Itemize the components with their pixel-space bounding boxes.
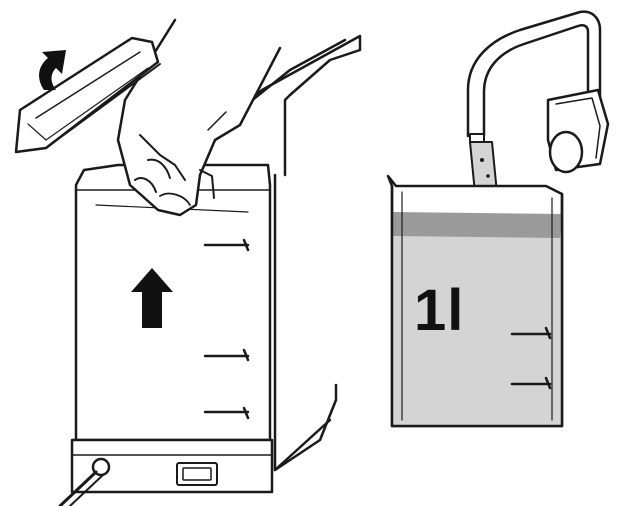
faucet-icon bbox=[466, 10, 610, 174]
tank-lid bbox=[14, 36, 161, 154]
curved-arrow-icon bbox=[39, 50, 66, 90]
fill-volume-label: 1l bbox=[414, 278, 465, 343]
power-cord-icon bbox=[58, 457, 111, 506]
fill-tank bbox=[386, 174, 564, 428]
machine-base bbox=[70, 438, 274, 494]
tank-level-marks bbox=[203, 238, 250, 420]
water-body bbox=[392, 218, 562, 426]
panel-fill-tank bbox=[386, 10, 610, 428]
fill-tank-level-marks bbox=[510, 326, 552, 390]
panel-remove-tank bbox=[14, 18, 362, 506]
water-surface bbox=[392, 212, 562, 238]
arrow-up-icon bbox=[131, 268, 173, 328]
machine-body bbox=[190, 34, 362, 472]
hand-icon bbox=[116, 18, 282, 217]
